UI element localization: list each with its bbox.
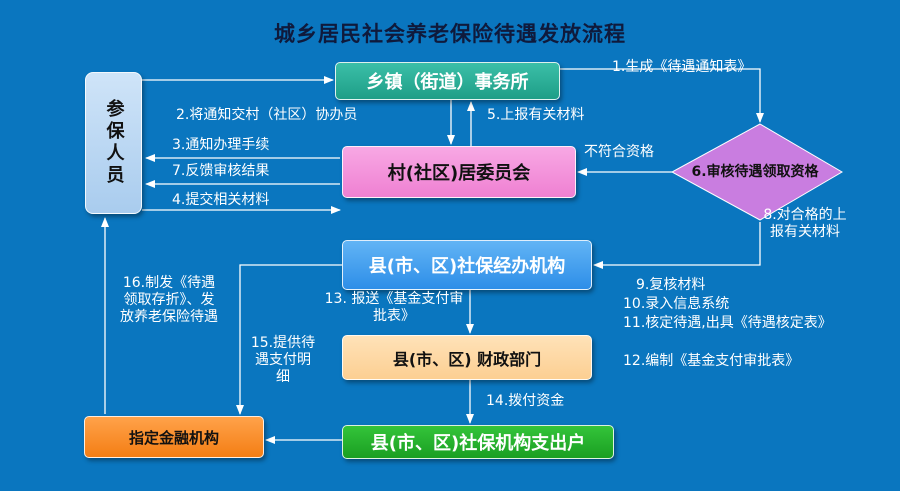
participant-box: 参保人员 <box>85 72 142 214</box>
bank-label: 指定金融机构 <box>128 428 219 447</box>
diagram-title: 城乡居民社会养老保险待遇发放流程 <box>274 22 626 46</box>
township-label: 乡镇（街道）事务所 <box>366 72 529 93</box>
village-label: 村(社区)居委员会 <box>387 163 531 184</box>
step-2-label: 2.将通知交村（社区）协办员 <box>176 107 358 123</box>
step-16-label: 16.制发《待遇领取存折》、发放养老保险待遇 <box>120 275 218 325</box>
step-13-label: 13. 报送《基金支付审批表》 <box>324 291 464 324</box>
step-15-label: 15.提供待遇支付明细 <box>250 335 316 385</box>
participant-label: 参保人员 <box>103 99 125 187</box>
bank-box: 指定金融机构 <box>84 416 264 458</box>
arrow-step-8 <box>593 222 761 269</box>
step-9-label: 9.复核材料 <box>636 277 706 293</box>
review-label: 6.审核待遇领取资格 <box>691 164 819 180</box>
finance-box: 县(市、区) 财政部门 <box>342 335 592 380</box>
step-10-label: 10.录入信息系统 <box>623 296 730 312</box>
arrow-step-1 <box>560 68 764 123</box>
step-8-label: 8.对合格的上报有关材料 <box>763 207 847 240</box>
step-5-label: 5.上报有关材料 <box>487 107 585 123</box>
step-1-label: 1.生成《待遇通知表》 <box>612 59 752 75</box>
step-12-label: 12.编制《基金支付审批表》 <box>623 353 800 369</box>
township-box: 乡镇（街道）事务所 <box>335 62 560 100</box>
payout-account-box: 县(市、区)社保机构支出户 <box>342 425 614 459</box>
review-diamond <box>670 123 843 221</box>
arrow-step-15 <box>236 264 342 415</box>
county-agency-box: 县(市、区)社保经办机构 <box>342 240 592 290</box>
village-box: 村(社区)居委员会 <box>342 146 576 198</box>
county-agency-label: 县(市、区)社保经办机构 <box>368 256 566 277</box>
finance-label: 县(市、区) 财政部门 <box>392 349 542 369</box>
payout-account-label: 县(市、区)社保机构支出户 <box>370 433 586 454</box>
step-7-label: 7.反馈审核结果 <box>172 163 270 179</box>
not-qualified-label: 不符合资格 <box>584 144 654 160</box>
step-14-label: 14.拨付资金 <box>486 393 565 409</box>
step-3-label: 3.通知办理手续 <box>172 137 270 153</box>
step-11-label: 11.核定待遇,出具《待遇核定表》 <box>623 315 832 331</box>
step-4-label: 4.提交相关材料 <box>172 192 270 208</box>
